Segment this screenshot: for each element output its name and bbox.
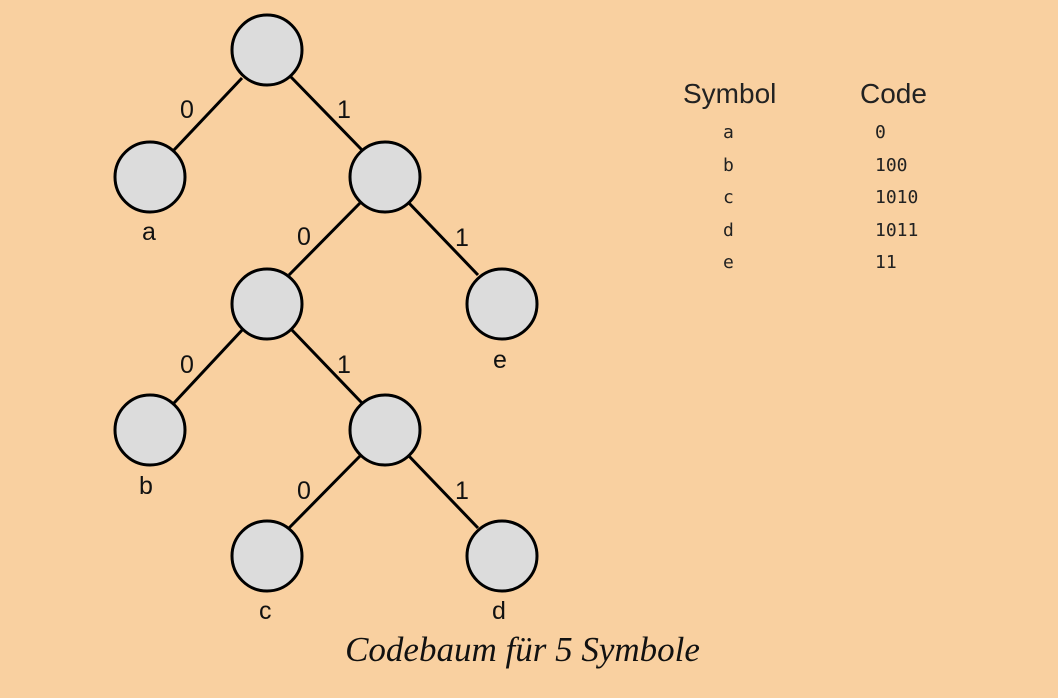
code-tree-diagram: 0 1 0 1 0 1 0 1 a e b c d	[113, 13, 539, 625]
edge-label-n1-right: 1	[455, 224, 469, 252]
leaf-label-c: c	[259, 597, 272, 625]
edge-n1-n2	[287, 199, 364, 277]
code-cell: 1011	[875, 219, 919, 241]
edge-label-n2-right: 1	[337, 351, 351, 379]
edge-label-root-left: 0	[180, 96, 194, 124]
edge-root-a	[172, 76, 244, 152]
code-table-header: Symbol Code	[683, 78, 943, 122]
edge-root-n1	[288, 74, 364, 152]
leaf-label-e: e	[493, 346, 507, 374]
table-row: b 100	[683, 155, 943, 188]
edge-label-n3-left: 0	[297, 477, 311, 505]
table-row: c 1010	[683, 187, 943, 220]
tree-node-1	[348, 140, 422, 214]
code-cell: 1010	[875, 187, 919, 208]
code-cell: 0	[875, 122, 886, 143]
code-cell: 100	[875, 154, 908, 176]
leaf-label-d: d	[492, 597, 506, 625]
tree-leaf-d	[465, 519, 539, 593]
tree-leaf-c	[230, 519, 304, 593]
code-table: Symbol Code a 0 b 100 c 1010 d 1011 e 11	[683, 78, 943, 285]
code-cell: 11	[875, 252, 897, 273]
edge-n3-d	[405, 452, 480, 530]
leaf-label-b: b	[139, 472, 153, 500]
edge-n2-n3	[288, 326, 364, 405]
header-code: Code	[860, 78, 927, 109]
edge-label-n1-left: 0	[297, 223, 311, 251]
tree-leaf-e	[465, 267, 539, 341]
figure-caption: Codebaum für 5 Symbole	[345, 630, 700, 669]
symbol-cell: c	[723, 187, 734, 208]
symbol-cell: b	[723, 154, 734, 176]
tree-node-3	[348, 393, 422, 467]
tree-node-root	[230, 13, 304, 87]
table-row: a 0	[683, 122, 943, 155]
tree-leaf-a	[113, 140, 187, 214]
symbol-cell: d	[723, 219, 734, 241]
edge-label-n2-left: 0	[180, 351, 194, 379]
edge-label-n3-right: 1	[455, 477, 469, 505]
edge-n2-b	[172, 326, 246, 405]
edge-n1-e	[405, 199, 480, 277]
tree-leaf-b	[113, 393, 187, 467]
table-row: e 11	[683, 252, 943, 285]
symbol-cell: a	[723, 122, 734, 143]
symbol-cell: e	[723, 252, 734, 273]
edge-n3-c	[287, 452, 364, 530]
edge-label-root-right: 1	[337, 96, 351, 124]
table-row: d 1011	[683, 220, 943, 253]
tree-node-2	[230, 267, 304, 341]
leaf-label-a: a	[142, 218, 156, 246]
header-symbol: Symbol	[683, 78, 777, 109]
